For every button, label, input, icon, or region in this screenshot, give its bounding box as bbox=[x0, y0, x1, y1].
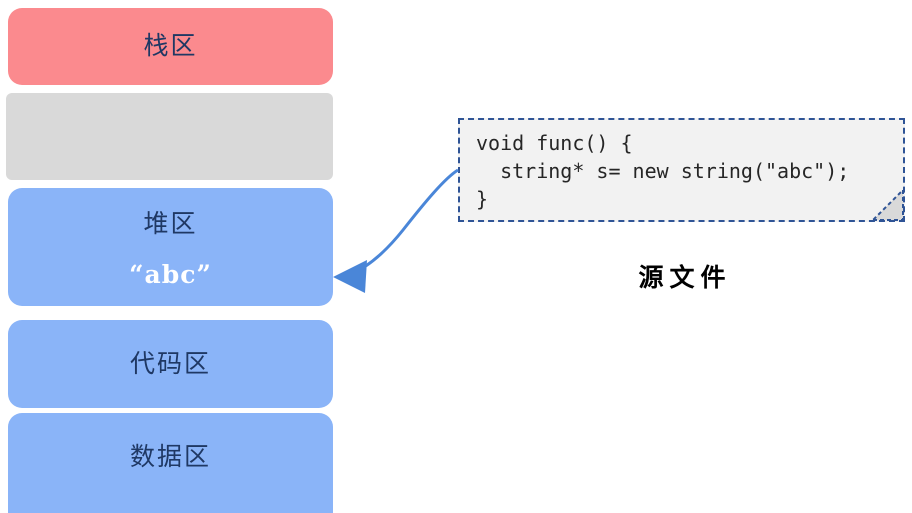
memory-block-text-segment-label: 代码区 bbox=[129, 349, 211, 378]
memory-block-data-segment-label: 数据区 bbox=[129, 442, 211, 471]
memory-block-heap-label: 堆区 bbox=[143, 210, 198, 238]
memory-block-heap-title-wrap: 堆区 bbox=[8, 204, 333, 240]
memory-block-stack-label: 栈区 bbox=[143, 32, 198, 60]
source-code-box: void func() { string* s= new string("abc… bbox=[458, 118, 905, 222]
page-fold-corner-icon bbox=[871, 188, 904, 221]
heap-allocated-string: “abc” bbox=[129, 260, 212, 289]
memory-block-data-segment: 数据区 bbox=[8, 413, 333, 513]
memory-block-stack: 栈区 bbox=[8, 8, 333, 85]
arrowhead-icon bbox=[333, 260, 367, 293]
source-file-caption: 源文件 bbox=[638, 263, 732, 292]
memory-block-heap: 堆区 “abc” bbox=[8, 188, 333, 306]
memory-block-heap-content-wrap: “abc” bbox=[8, 260, 333, 289]
memory-block-gap bbox=[6, 93, 333, 180]
memory-block-text-segment: 代码区 bbox=[8, 320, 333, 408]
source-code-text: void func() { string* s= new string("abc… bbox=[476, 131, 850, 211]
arrow-code-to-heap bbox=[333, 168, 459, 293]
